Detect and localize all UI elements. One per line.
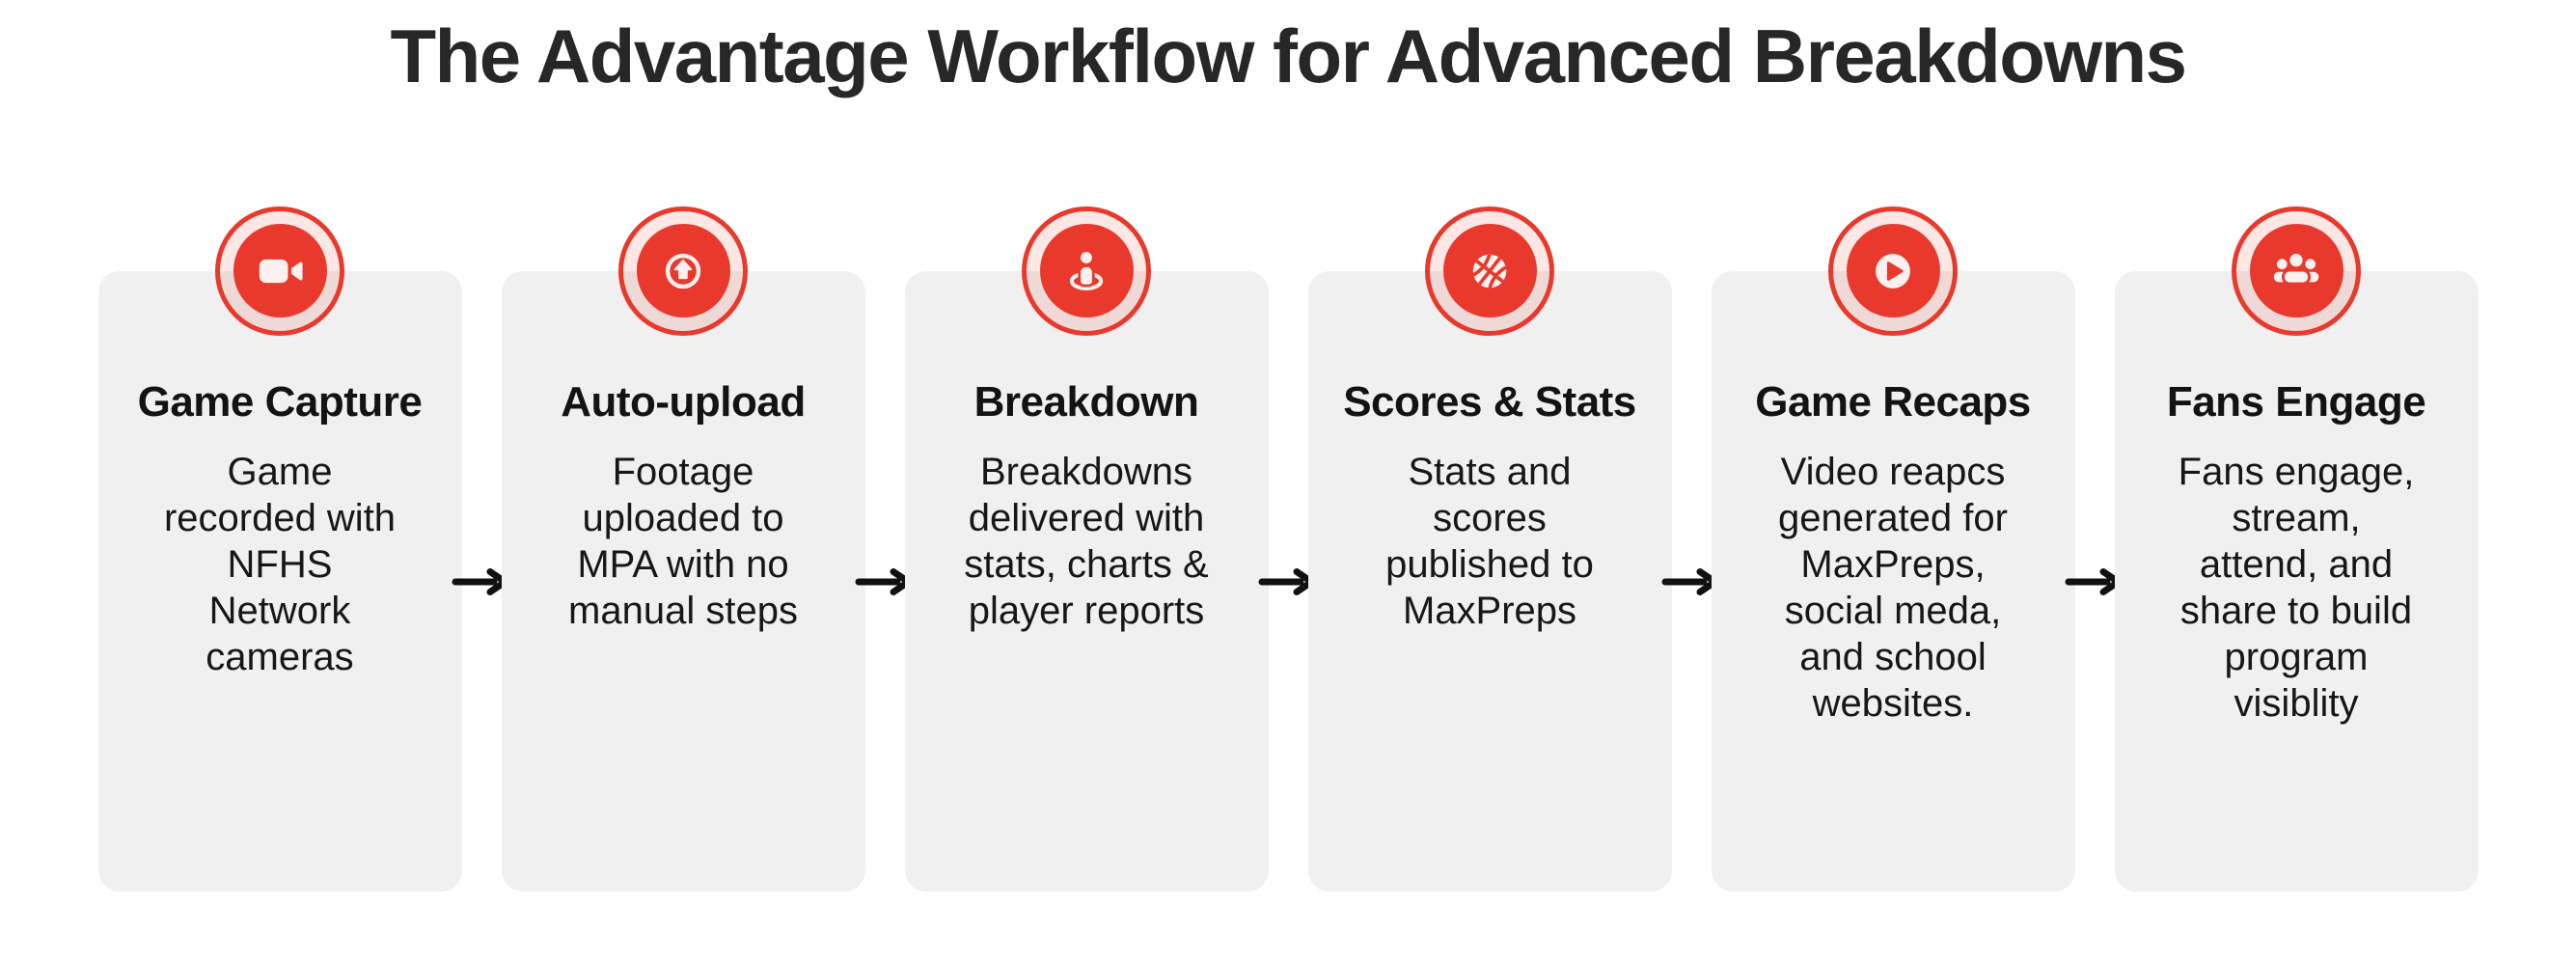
basketball-icon [1442,224,1537,318]
workflow-diagram: Game Capture Game recorded with NFHS Net… [0,206,2576,892]
workflow-card-auto-upload: Auto-upload Footage uploaded to MPA with… [501,206,865,892]
step-title: Auto-upload [561,377,806,426]
step-description: Game recorded with NFHS Network cameras [163,451,397,679]
flow-connector [452,271,508,892]
page-title: The Advantage Workflow for Advanced Brea… [390,14,2187,98]
step-icon-badge [1828,206,1958,336]
step-description: Stats and scores published to MaxPreps [1385,451,1594,633]
flow-connector [2065,271,2122,892]
workflow-card-game-recaps: Game Recaps Video reapcs generated for M… [1711,206,2075,892]
flow-connector [1661,271,1718,892]
step-icon-badge [215,206,344,336]
video-camera-icon [233,224,327,318]
step-description: Footage uploaded to MPA with no manual s… [568,451,798,633]
step-description: Fans engage, stream, attend, and share t… [2178,451,2415,726]
step-title: Fans Engage [2166,377,2426,426]
step-title: Breakdown [973,377,1199,426]
workflow-card-game-capture: Game Capture Game recorded with NFHS Net… [97,206,462,892]
workflow-card-scores-stats: Scores & Stats Stats and scores publishe… [1307,206,1672,892]
people-group-icon [2249,224,2343,318]
workflow-card-breakdown: Breakdown Breakdowns delivered with stat… [904,206,1269,892]
step-description: Breakdowns delivered with stats, charts … [964,451,1209,633]
step-icon-badge [1425,206,1554,336]
step-description: Video reapcs generated for MaxPreps, soc… [1778,451,2008,726]
play-circle-icon [1846,224,1940,318]
person-pin-icon [1039,224,1134,318]
step-title: Game Recaps [1755,377,2031,426]
step-title: Scores & Stats [1343,377,1636,426]
flow-connector [855,271,912,892]
step-title: Game Capture [137,377,423,426]
step-icon-badge [1022,206,1151,336]
upload-arrow-icon [636,224,730,318]
step-icon-badge [2232,206,2361,336]
workflow-card-fans-engage: Fans Engage Fans engage, stream, attend,… [2114,206,2479,892]
step-icon-badge [618,206,748,336]
flow-connector [1258,271,1315,892]
